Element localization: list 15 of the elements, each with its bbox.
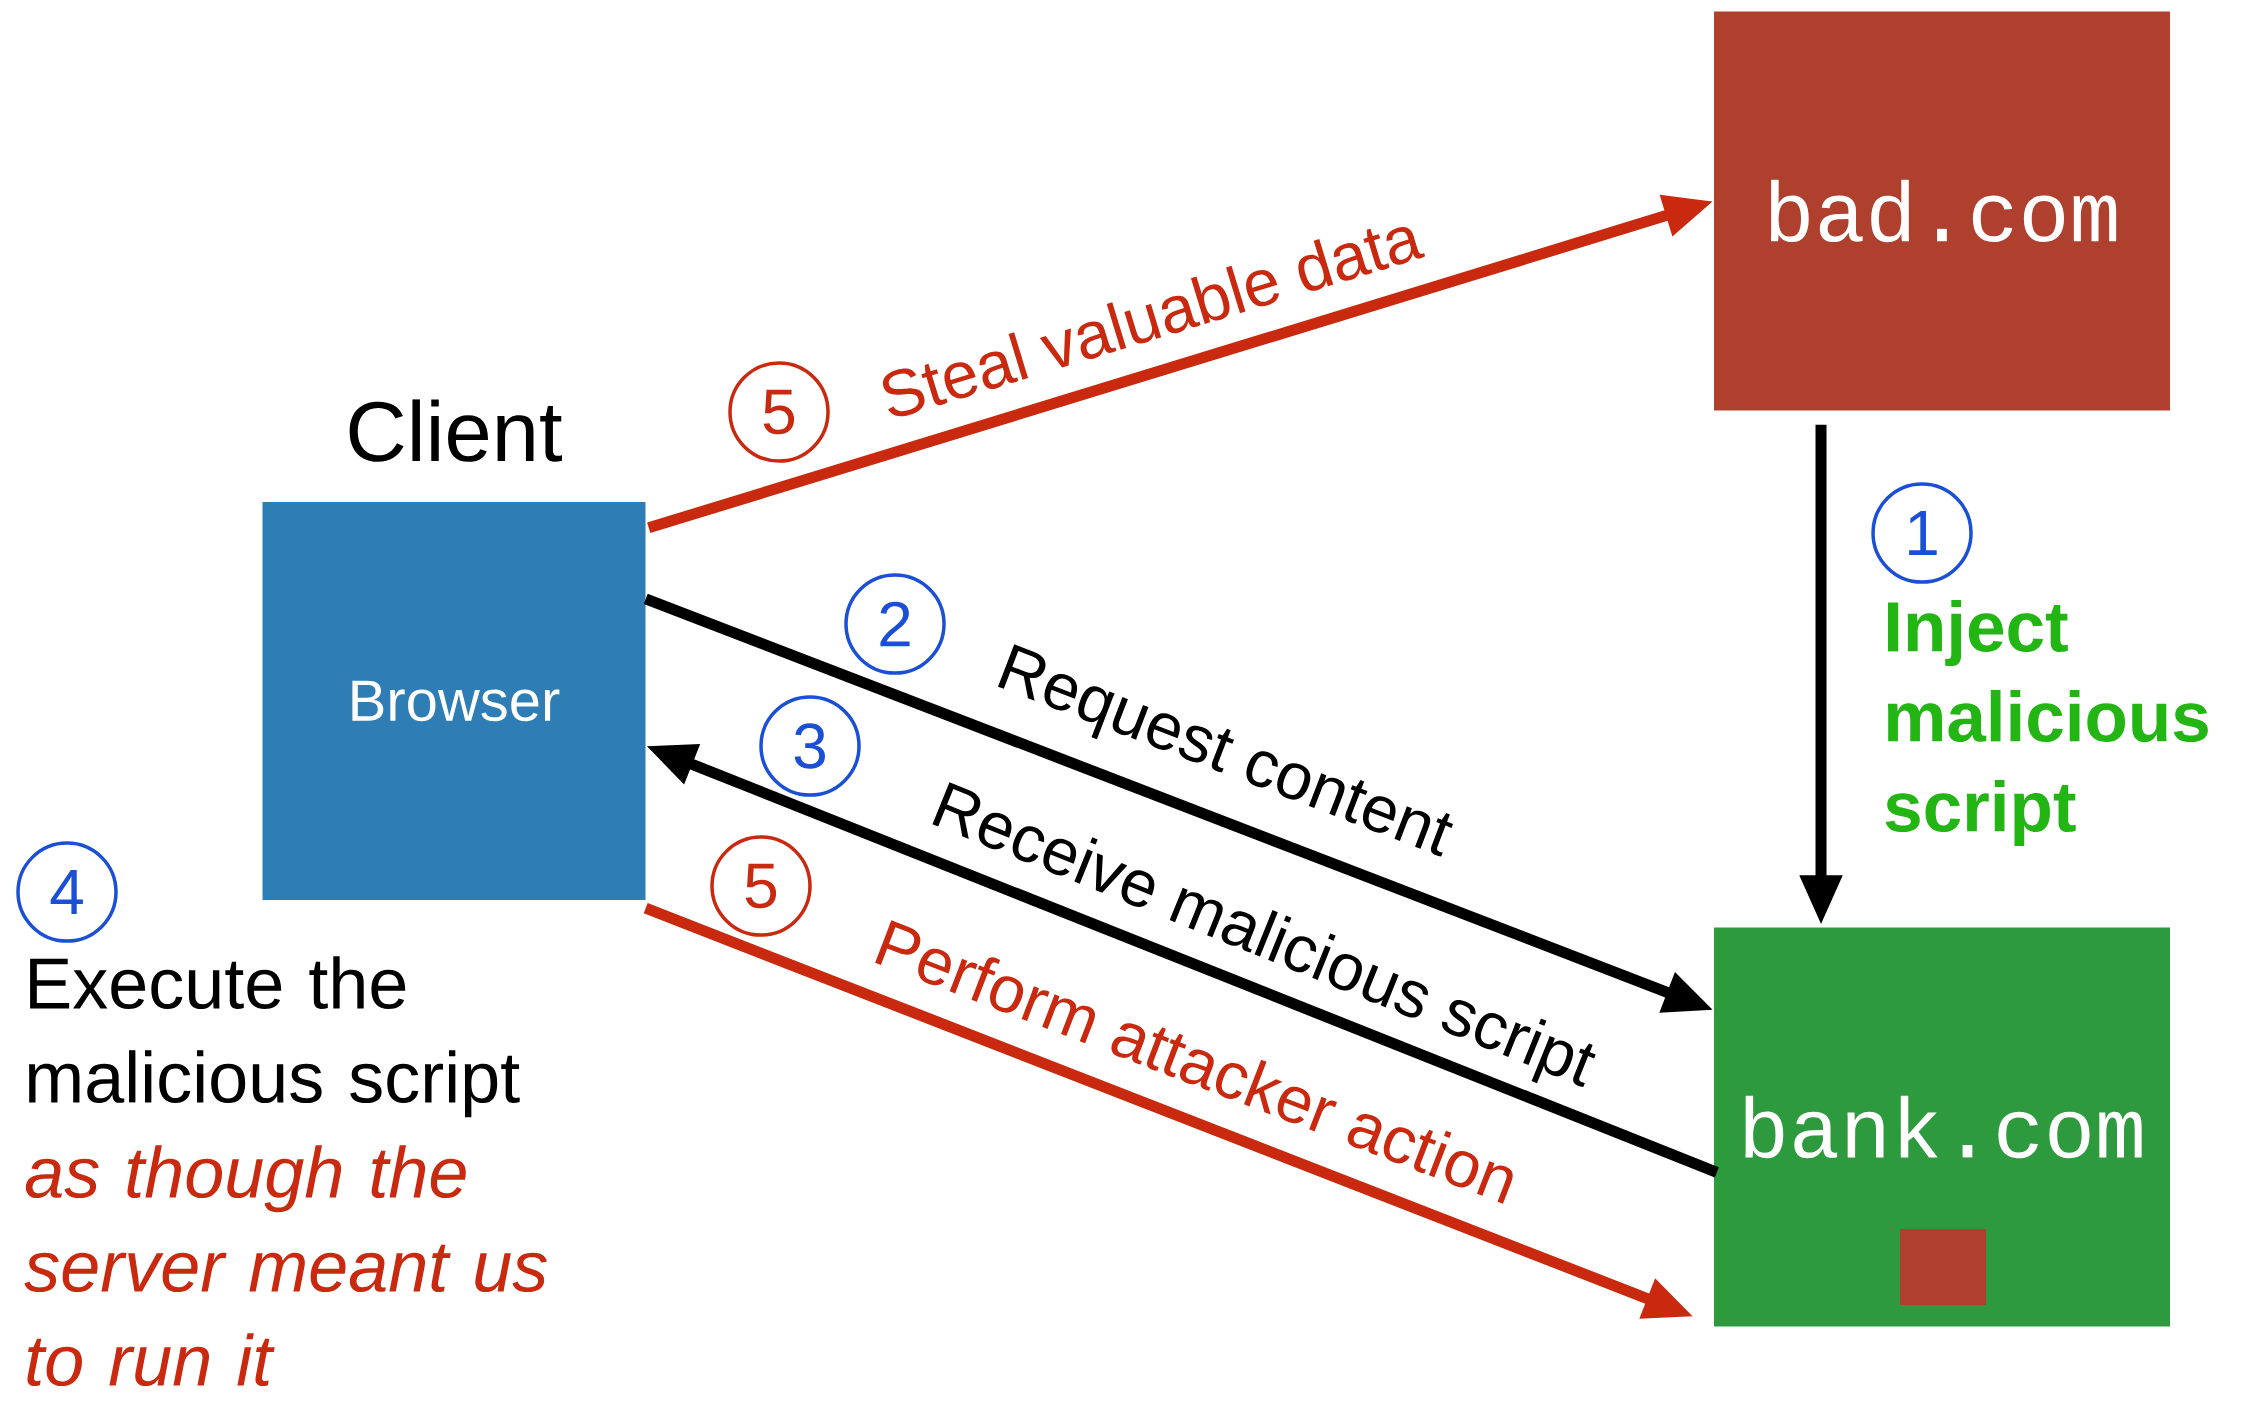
callout-number: 4 [16,841,118,943]
edge-label: Inject malicious script [1885,599,2208,847]
edge-label: Steal valuable data [870,207,1430,425]
server-box: bank.com [1714,927,2171,1327]
callout-number: 2 [844,573,946,675]
server-box: bad.com [1714,11,2171,411]
note: Execute the malicious script [29,956,520,1118]
callout-number: 3 [759,695,861,797]
callout-number: 5 [728,361,830,463]
callout-number: 1 [1871,482,1973,584]
heading: Client [349,399,562,462]
browser-box: Browser [262,502,646,900]
note: as though the server meant us to run it [24,1145,547,1387]
script-square [1900,1229,1986,1305]
callout-number: 5 [710,835,812,937]
